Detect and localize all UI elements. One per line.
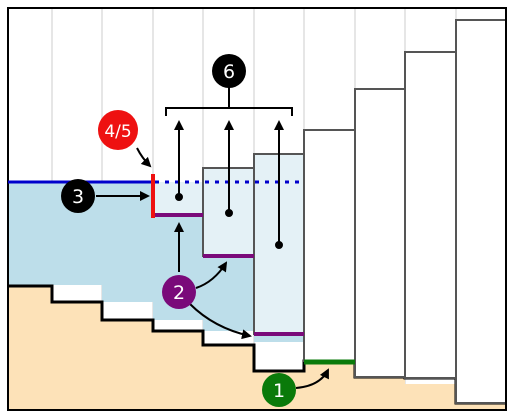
tall-bin-3 xyxy=(404,51,457,379)
water-region xyxy=(8,182,304,342)
curved-arrow-icon xyxy=(195,261,228,289)
terrain-region xyxy=(8,286,506,410)
callout-3: 3 xyxy=(61,179,95,213)
callout-2: 2 xyxy=(162,275,196,309)
callout-1-label: 1 xyxy=(273,380,285,402)
callout-2-label: 2 xyxy=(173,282,185,304)
up-arrows xyxy=(174,120,284,249)
tall-bin-2 xyxy=(354,88,406,378)
curved-arrow-icon xyxy=(295,368,329,389)
callout-1: 1 xyxy=(262,373,296,407)
callout-6-label: 6 xyxy=(223,61,235,83)
frame xyxy=(7,7,507,411)
dot-2 xyxy=(225,209,233,217)
tall-bin-1 xyxy=(303,129,356,362)
callout-4-5: 4/5 xyxy=(98,110,138,150)
callout-6: 6 xyxy=(212,54,246,88)
dot-3 xyxy=(275,241,283,249)
callout-4-5-label: 4/5 xyxy=(104,122,131,142)
callout-3-label: 3 xyxy=(72,186,84,208)
curved-arrow-icon xyxy=(189,303,252,340)
tall-bins xyxy=(303,19,507,404)
bracket-icon xyxy=(165,86,293,116)
curved-arrow-icon xyxy=(136,147,152,168)
dot-1 xyxy=(175,193,183,201)
tall-bin-4 xyxy=(455,19,507,404)
